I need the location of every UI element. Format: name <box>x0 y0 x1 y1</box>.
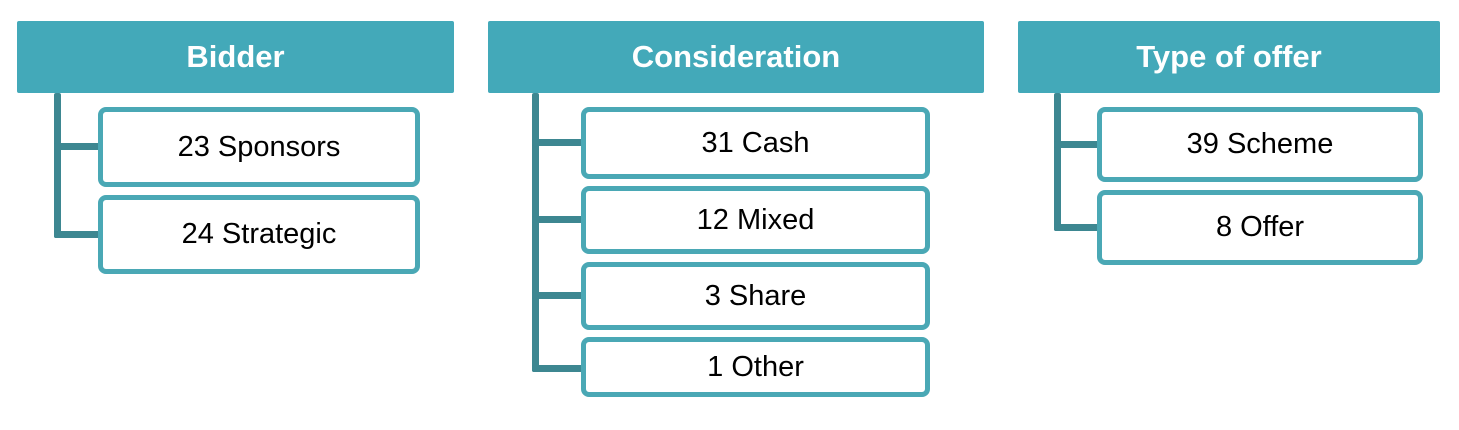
box-consideration-share: 3 Share <box>581 262 930 330</box>
header-type-of-offer-label: Type of offer <box>1136 39 1322 74</box>
box-consideration-mixed-label: 12 Mixed <box>696 203 815 236</box>
connector-bidder-strategic <box>54 231 102 238</box>
header-consideration: Consideration <box>488 21 984 93</box>
box-consideration-other: 1 Other <box>581 337 930 397</box>
connector-bidder-sponsors <box>54 143 102 150</box>
connector-consideration-mixed <box>532 216 588 223</box>
box-consideration-cash: 31 Cash <box>581 107 930 179</box>
box-type-offer: 8 Offer <box>1097 190 1423 265</box>
connector-consideration-vertical <box>532 93 539 372</box>
box-bidder-strategic-label: 24 Strategic <box>181 218 337 250</box>
connector-consideration-cash <box>532 139 588 146</box>
header-type-of-offer: Type of offer <box>1018 21 1440 93</box>
box-consideration-mixed: 12 Mixed <box>581 186 930 254</box>
box-type-scheme: 39 Scheme <box>1097 107 1423 182</box>
connector-type-vertical <box>1054 93 1061 231</box>
box-bidder-sponsors: 23 Sponsors <box>98 107 420 187</box>
box-bidder-sponsors-label: 23 Sponsors <box>177 130 341 163</box>
header-consideration-label: Consideration <box>631 39 841 74</box>
connector-bidder-vertical <box>54 93 61 238</box>
connector-type-offer <box>1054 224 1102 231</box>
connector-consideration-other <box>532 365 588 372</box>
connector-type-scheme <box>1054 141 1102 148</box>
header-bidder: Bidder <box>17 21 454 93</box>
box-consideration-cash-label: 31 Cash <box>701 126 810 159</box>
box-consideration-other-label: 1 Other <box>707 350 804 383</box>
box-type-scheme-label: 39 Scheme <box>1186 128 1334 160</box>
box-bidder-strategic: 24 Strategic <box>98 195 420 274</box>
box-type-offer-label: 8 Offer <box>1215 211 1305 243</box>
header-bidder-label: Bidder <box>186 39 285 74</box>
connector-consideration-share <box>532 292 588 299</box>
box-consideration-share-label: 3 Share <box>704 279 807 312</box>
